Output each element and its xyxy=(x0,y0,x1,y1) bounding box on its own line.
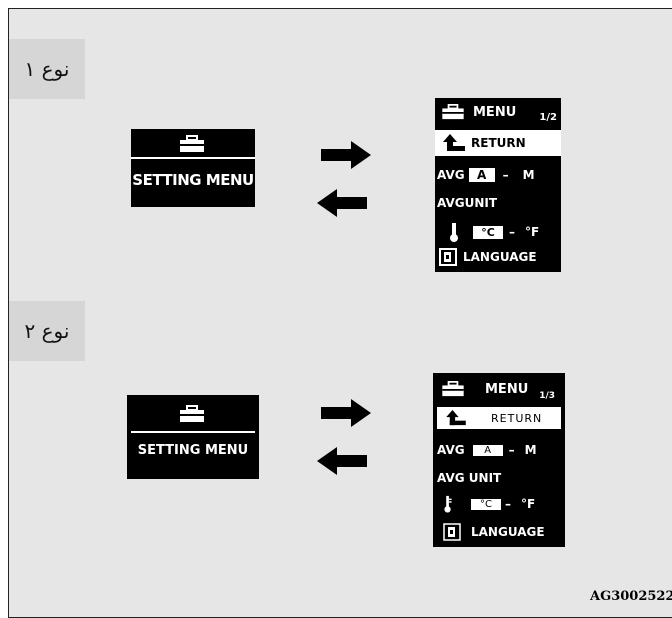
avg-m-option[interactable]: M xyxy=(524,443,537,457)
avg-a-option[interactable]: A xyxy=(472,444,503,456)
return-arrow-icon xyxy=(446,410,466,426)
type-1-setting-menu-box: SETTING MENU xyxy=(131,129,255,207)
toolbox-icon xyxy=(180,405,204,422)
celsius-option[interactable]: °C xyxy=(473,225,503,239)
thermometer-icon xyxy=(444,495,452,513)
setting-menu-text: SETTING MENU xyxy=(132,171,254,189)
menu-header: MENU xyxy=(441,381,528,397)
language-row[interactable]: LANGUAGE xyxy=(443,523,545,541)
figure-frame: نوع ١ SETTING MENU MENU 1/2 xyxy=(8,8,672,618)
menu-header: MENU xyxy=(441,104,516,120)
language-icon xyxy=(443,523,461,541)
temp-row[interactable]: °C – °F xyxy=(443,495,535,513)
avg-dash: – xyxy=(502,168,509,182)
language-label: LANGUAGE xyxy=(471,525,545,539)
avg-unit-row: AVG UNIT xyxy=(437,471,501,485)
arrow-left-icon xyxy=(317,447,367,475)
divider xyxy=(131,157,255,159)
avg-unit-label: AVG UNIT xyxy=(437,471,502,485)
arrow-right-icon xyxy=(321,141,371,169)
type-1-label: نوع ١ xyxy=(9,39,85,99)
language-icon xyxy=(439,248,457,266)
type-2-menu-screen: MENU 1/3 RETURN AVG A – M AVG UNIT xyxy=(433,373,565,547)
return-arrow-icon xyxy=(443,134,465,151)
toolbox-icon xyxy=(442,381,464,397)
return-row[interactable]: RETURN xyxy=(437,407,561,429)
menu-title: MENU xyxy=(473,104,517,120)
setting-menu-text: SETTING MENU xyxy=(137,443,249,458)
divider xyxy=(131,431,255,433)
fahrenheit-option[interactable]: °F xyxy=(525,225,540,239)
return-label: RETURN xyxy=(491,411,543,425)
avg-unit-label: AVGUNIT xyxy=(437,196,498,210)
page-indicator: 1/3 xyxy=(539,391,555,401)
celsius-option[interactable]: °C xyxy=(471,498,501,510)
avg-row[interactable]: AVG A – M xyxy=(437,168,535,182)
toolbox-icon xyxy=(180,135,204,152)
toolbox-icon xyxy=(442,104,464,120)
temp-row[interactable]: °C – °F xyxy=(449,222,539,242)
avg-a-option[interactable]: A xyxy=(468,168,495,182)
avg-row[interactable]: AVG A – M xyxy=(437,443,537,457)
avg-label: AVG xyxy=(437,443,465,457)
figure-code: AG3002522 xyxy=(590,589,672,604)
fahrenheit-option[interactable]: °F xyxy=(521,497,536,511)
thermometer-icon xyxy=(450,223,458,242)
avg-label: AVG xyxy=(437,168,465,182)
arrow-left-icon xyxy=(317,189,367,217)
avg-dash: – xyxy=(508,443,515,457)
language-row[interactable]: LANGUAGE xyxy=(439,248,537,266)
avg-unit-row: AVGUNIT xyxy=(437,196,497,210)
avg-m-option[interactable]: M xyxy=(522,168,535,182)
menu-title: MENU xyxy=(485,381,529,397)
page-indicator: 1/2 xyxy=(539,112,557,123)
language-label: LANGUAGE xyxy=(463,250,537,264)
arrow-right-icon xyxy=(321,399,371,427)
temp-dash: – xyxy=(509,225,515,239)
return-row[interactable]: RETURN xyxy=(435,130,561,156)
type-2-label: نوع ٢ xyxy=(9,301,85,361)
temp-dash: – xyxy=(505,497,511,511)
type-2-setting-menu-box: SETTING MENU xyxy=(127,395,259,479)
return-label: RETURN xyxy=(471,136,526,150)
type-1-menu-screen: MENU 1/2 RETURN AVG A – M AVGUNIT °C – xyxy=(435,98,561,272)
